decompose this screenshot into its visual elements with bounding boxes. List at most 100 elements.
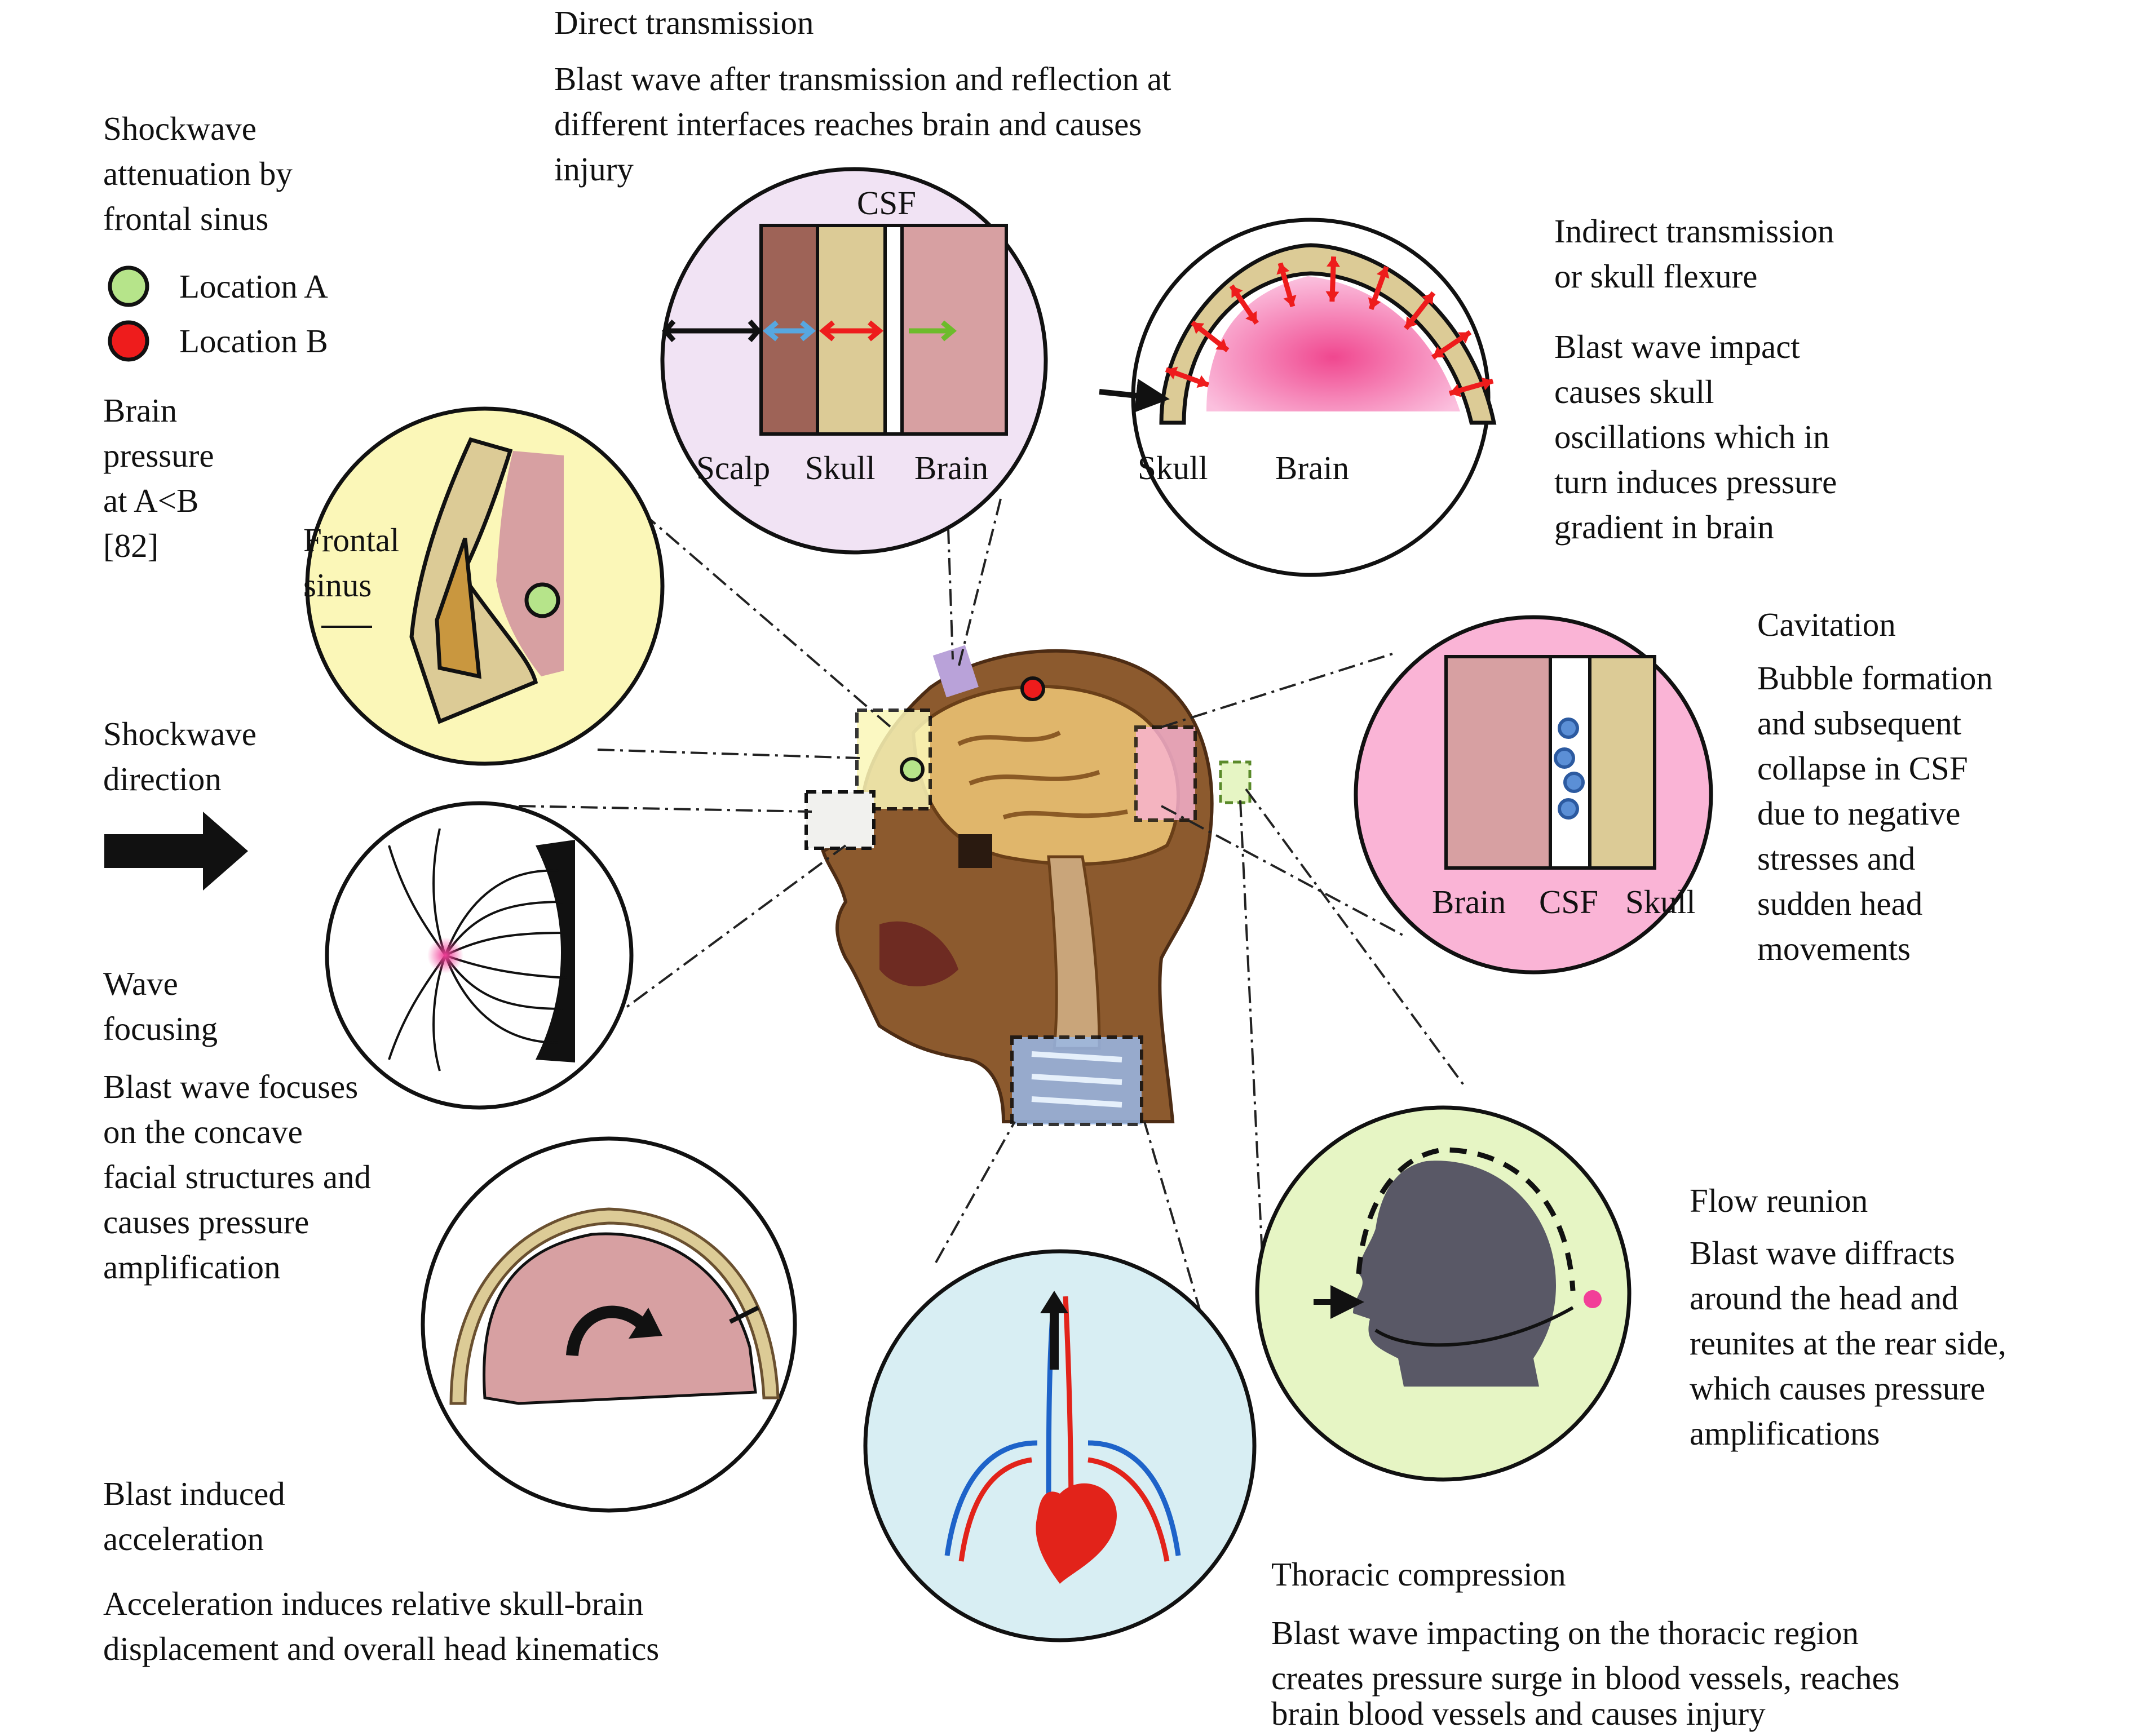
direct-desc-line-2: different interfaces reaches brain and c… xyxy=(554,105,1142,143)
acceleration-skull-arch xyxy=(449,1207,780,1405)
cavitation-bubble xyxy=(1563,772,1585,793)
focusing-desc-line-1: Blast wave focuses xyxy=(103,1068,359,1105)
direct-desc-line-1: Blast wave after transmission and reflec… xyxy=(554,60,1171,98)
flexure-arrowhead xyxy=(1192,322,1205,334)
cavitation-desc-line-7: movements xyxy=(1757,930,1911,967)
thoracic-desc-line-3: brain blood vessels and causes injury xyxy=(1271,1695,1766,1732)
frontal-sinus-circle xyxy=(305,406,665,766)
central-head-section xyxy=(804,645,1252,1126)
pressure-line-2: pressure xyxy=(103,437,214,474)
flow-path-over xyxy=(1356,1147,1576,1291)
indirect-desc-line-1: Blast wave impact xyxy=(1554,328,1800,365)
flow-desc-line-1: Blast wave diffracts xyxy=(1690,1234,1955,1272)
legend-location-b-marker xyxy=(108,320,149,362)
cavitation-bubble xyxy=(1554,747,1575,769)
frontal-heading-line-3: frontal sinus xyxy=(103,200,269,237)
shockwave-direction-line-2: direction xyxy=(103,760,222,798)
thoracic-desc-line-1: Blast wave impacting on the thoracic reg… xyxy=(1271,1614,1859,1651)
top-skull-region xyxy=(932,645,979,698)
cavitation-bubble xyxy=(1558,798,1579,820)
cavitation-desc-line-4: due to negative xyxy=(1757,795,1961,832)
flexure-arrowhead xyxy=(1215,338,1228,351)
legend-location-a-label: Location A xyxy=(179,268,328,305)
direct-desc-line-3: injury xyxy=(554,150,634,188)
focusing-title-line-2: focusing xyxy=(103,1010,218,1047)
flow-desc-line-2: around the head and xyxy=(1690,1279,1958,1317)
flexure-arrowhead xyxy=(1283,295,1297,307)
thoracic-heart xyxy=(1036,1483,1117,1584)
flexure-arrowhead xyxy=(1368,297,1381,309)
cavitation-brain-layer xyxy=(1444,655,1552,870)
flow-path-under xyxy=(1374,1306,1574,1347)
thoracic-inset xyxy=(863,1249,1257,1642)
head-location-b-marker xyxy=(1020,676,1045,701)
flexure-arrowhead xyxy=(1196,375,1209,388)
indirect-title-line-2: or skull flexure xyxy=(1554,258,1758,295)
indirect-flexure-arrows xyxy=(1165,256,1494,397)
flexure-arrowhead xyxy=(1458,332,1470,344)
flexure-arrowhead xyxy=(1422,293,1434,305)
direct-transmission-inset xyxy=(660,167,1048,555)
indirect-title-line-1: Indirect transmission xyxy=(1554,212,1834,250)
rear-air-region xyxy=(1219,760,1252,804)
legend-location-b-label: Location B xyxy=(179,322,328,360)
pressure-line-1: Brain xyxy=(103,392,178,429)
flexure-arrowhead xyxy=(1481,377,1493,391)
flow-reunion-inset xyxy=(1255,1105,1632,1482)
shockwave-direction-arrow xyxy=(104,812,248,891)
cavitation-skull-label: Skull xyxy=(1625,883,1696,920)
frontal-sinus-cavity xyxy=(435,537,481,679)
flow-head-silhouette xyxy=(1353,1161,1556,1387)
blast-acceleration-inset xyxy=(421,1136,797,1513)
legend-location-a-marker xyxy=(108,265,149,307)
indirect-desc-line-2: causes skull xyxy=(1554,373,1714,410)
thoracic-desc-line-2: creates pressure surge in blood vessels,… xyxy=(1271,1659,1900,1697)
indirect-brain-label: Brain xyxy=(1275,449,1350,486)
acceleration-title-line-1: Blast induced xyxy=(103,1475,285,1512)
cavitation-desc-line-6: sudden head xyxy=(1757,885,1923,922)
flexure-arrowhead xyxy=(1433,346,1445,358)
cavitation-bubble xyxy=(1558,718,1579,739)
face-region xyxy=(804,790,876,850)
flow-desc-line-3: reunites at the rear side, xyxy=(1690,1325,2006,1362)
indirect-desc-line-3: oscillations which in xyxy=(1554,418,1830,455)
frontal-location-a-marker xyxy=(524,582,560,618)
indirect-desc-line-4: turn induces pressure xyxy=(1554,463,1837,501)
brain-folds xyxy=(957,730,1128,820)
focusing-desc-line-3: facial structures and xyxy=(103,1158,372,1195)
flow-desc-line-4: which causes pressure xyxy=(1690,1370,1986,1407)
direct-csf-layer xyxy=(883,224,904,436)
focusing-desc-line-4: causes pressure xyxy=(103,1203,310,1241)
focusing-hotspot xyxy=(427,937,463,973)
flexure-arrowhead xyxy=(1231,286,1243,298)
cavitation-desc-line-1: Bubble formation xyxy=(1757,659,1993,697)
frontal-sinus-inset xyxy=(305,406,665,766)
cavitation-inset xyxy=(1354,615,1713,975)
cavitation-skull-layer xyxy=(1588,655,1656,870)
flexure-arrowhead xyxy=(1245,311,1257,324)
acceleration-rotation-head xyxy=(629,1308,662,1339)
thoracic-title: Thoracic compression xyxy=(1271,1556,1566,1593)
cavitation-desc-line-3: collapse in CSF xyxy=(1757,750,1968,787)
direct-skull-label: Skull xyxy=(805,449,876,486)
head-location-a-marker xyxy=(900,757,925,782)
flow-desc-line-5: amplifications xyxy=(1690,1415,1880,1452)
acceleration-title-line-2: acceleration xyxy=(103,1520,264,1557)
direct-csf-label: CSF xyxy=(857,184,916,222)
cavitation-desc-line-2: and subsequent xyxy=(1757,705,1962,742)
flexure-arrowhead xyxy=(1449,384,1461,397)
nasal-airway xyxy=(958,834,992,868)
focusing-title-line-1: Wave xyxy=(103,965,178,1002)
direct-arrow-black xyxy=(661,320,762,342)
thoracic-up-arrowhead xyxy=(1040,1291,1068,1313)
acceleration-gap-arrow xyxy=(729,1305,759,1324)
flow-title: Flow reunion xyxy=(1690,1182,1868,1219)
pressure-line-3: at A<B xyxy=(103,482,199,519)
direct-brain-label: Brain xyxy=(914,449,989,486)
connector-lines xyxy=(518,495,1467,1314)
cavitation-desc-line-5: stresses and xyxy=(1757,840,1916,877)
direct-arrow-blue xyxy=(762,320,816,342)
flexure-arrowhead xyxy=(1327,256,1341,267)
